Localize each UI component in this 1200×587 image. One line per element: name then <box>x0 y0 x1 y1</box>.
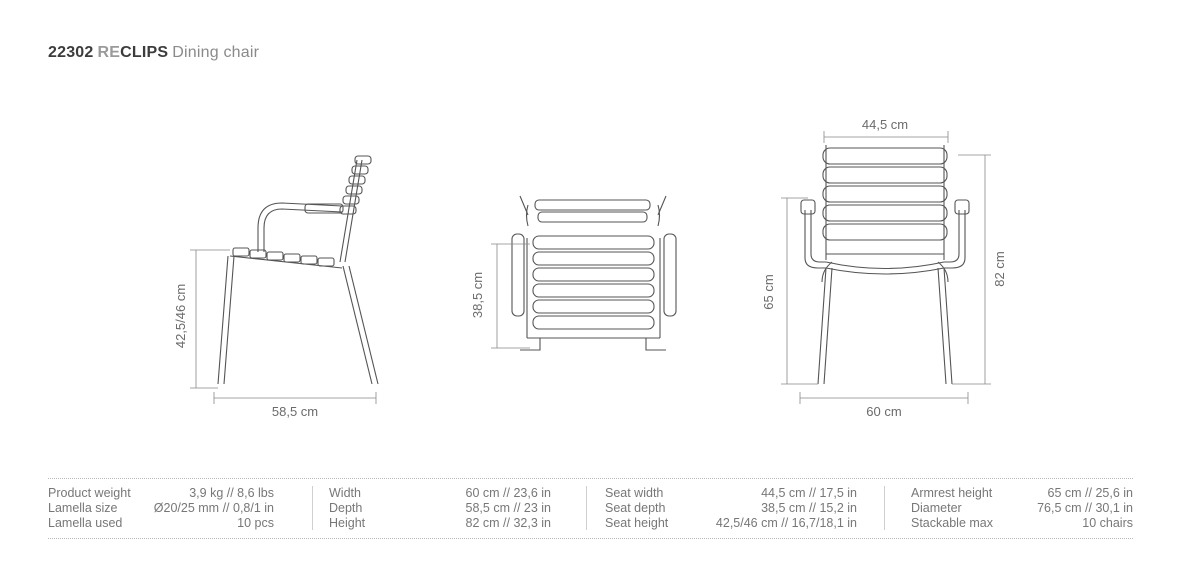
spec-value: 3,9 kg // 8,6 lbs <box>189 486 274 500</box>
spec-label: Lamella used <box>48 516 123 530</box>
dim-front-width: 60 cm <box>866 404 901 419</box>
spec-label: Stackable max <box>911 516 993 530</box>
spec-row: Armrest height 65 cm // 25,6 in <box>911 486 1133 501</box>
spec-row: Diameter 76,5 cm // 30,1 in <box>911 501 1133 516</box>
spec-row: Stackable max 10 chairs <box>911 516 1133 531</box>
front-view-chair <box>800 145 970 385</box>
side-dimension-lines <box>190 249 377 404</box>
dim-front-seat-height: 65 cm <box>761 274 776 309</box>
dim-front-total-height: 82 cm <box>992 251 1007 286</box>
spec-column-1: Product weight 3,9 kg // 8,6 lbs Lamella … <box>48 486 274 532</box>
dim-side-height: 42,5/46 cm <box>173 284 188 348</box>
spec-column-4: Armrest height 65 cm // 25,6 in Diameter 7… <box>911 486 1133 532</box>
spec-column-3: Seat width 44,5 cm // 17,5 in Seat depth 3… <box>605 486 857 532</box>
dim-front-top-width: 44,5 cm <box>862 117 908 132</box>
product-code: 22302 <box>48 44 94 61</box>
spec-top-rule <box>48 478 1133 479</box>
spec-value: 76,5 cm // 30,1 in <box>1037 501 1133 515</box>
brand-name: CLIPS <box>120 44 169 61</box>
spec-value: 82 cm // 32,3 in <box>465 516 551 530</box>
spec-label: Seat depth <box>605 501 666 515</box>
spec-value: 58,5 cm // 23 in <box>465 501 551 515</box>
spec-label: Width <box>329 486 361 500</box>
spec-table: Product weight 3,9 kg // 8,6 lbs Lamella … <box>48 486 1133 532</box>
spec-row: Lamella used 10 pcs <box>48 516 274 531</box>
spec-label: Product weight <box>48 486 131 500</box>
spec-value: 42,5/46 cm // 16,7/18,1 in <box>715 516 857 530</box>
spec-label: Diameter <box>911 501 962 515</box>
spec-value: 60 cm // 23,6 in <box>465 486 551 500</box>
spec-label: Armrest height <box>911 486 993 500</box>
side-view-chair <box>217 155 379 385</box>
dim-top-depth: 38,5 cm <box>470 272 485 318</box>
spec-label: Lamella size <box>48 501 118 515</box>
spec-divider <box>312 486 313 530</box>
front-dimension-lines <box>781 131 991 404</box>
spec-bottom-rule <box>48 538 1133 539</box>
spec-value: 10 pcs <box>237 516 274 530</box>
spec-divider <box>884 486 885 530</box>
spec-row: Seat height 42,5/46 cm // 16,7/18,1 in <box>605 516 857 531</box>
spec-value: Ø20/25 mm // 0,8/1 in <box>153 501 274 515</box>
brand-prefix: RE <box>97 44 121 61</box>
spec-row: Product weight 3,9 kg // 8,6 lbs <box>48 486 274 501</box>
spec-row: Seat width 44,5 cm // 17,5 in <box>605 486 857 501</box>
spec-label: Seat height <box>605 516 669 530</box>
spec-label: Height <box>329 516 366 530</box>
spec-column-2: Width 60 cm // 23,6 in Depth 58,5 cm // 23… <box>329 486 551 532</box>
spec-label: Seat width <box>605 486 664 500</box>
spec-label: Depth <box>329 501 363 515</box>
spec-value: 38,5 cm // 15,2 in <box>761 501 857 515</box>
spec-value: 65 cm // 25,6 in <box>1047 486 1133 500</box>
spec-row: Seat depth 38,5 cm // 15,2 in <box>605 501 857 516</box>
dim-side-depth: 58,5 cm <box>272 404 318 419</box>
spec-value: 44,5 cm // 17,5 in <box>761 486 857 500</box>
top-dimension-lines <box>491 243 530 349</box>
spec-row: Lamella size Ø20/25 mm // 0,8/1 in <box>48 501 274 516</box>
spec-value: 10 chairs <box>1082 516 1133 530</box>
product-subtitle: Dining chair <box>172 44 260 61</box>
spec-row: Width 60 cm // 23,6 in <box>329 486 551 501</box>
spec-divider <box>586 486 587 530</box>
technical-drawing: 42,5/46 cm 58,5 cm 38,5 cm 44,5 cm 65 cm… <box>173 117 1007 419</box>
top-view-chair <box>511 195 677 351</box>
spec-row: Height 82 cm // 32,3 in <box>329 516 551 531</box>
spec-row: Depth 58,5 cm // 23 in <box>329 501 551 516</box>
